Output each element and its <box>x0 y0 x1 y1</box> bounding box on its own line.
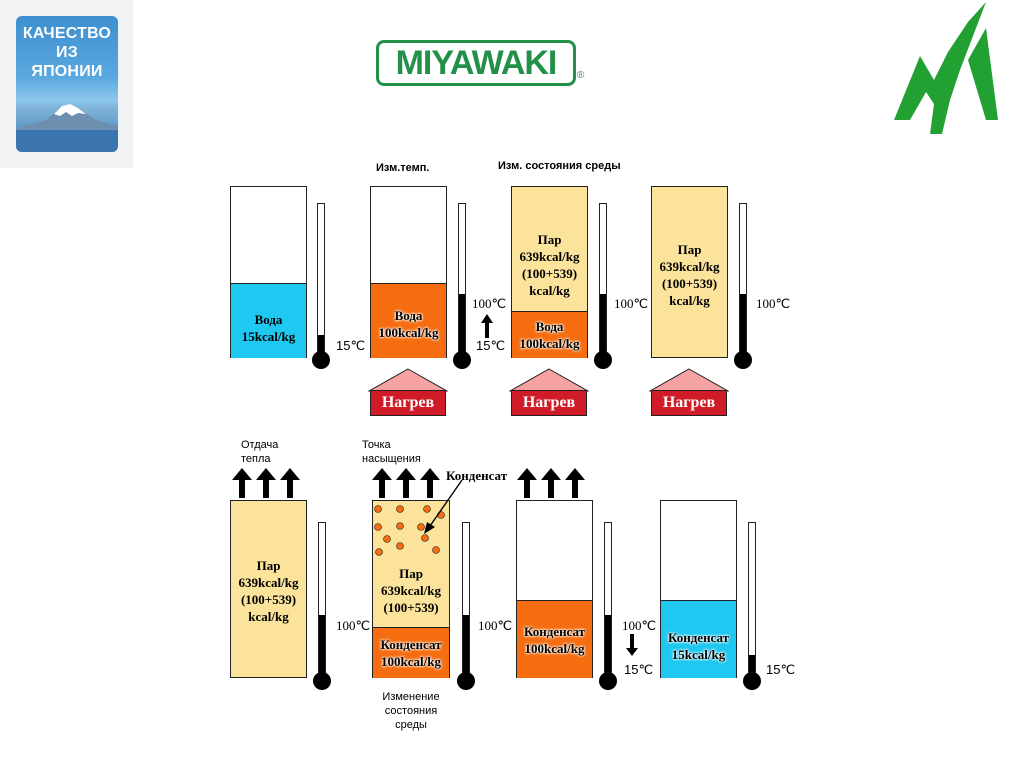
thermometer-5 <box>318 522 326 678</box>
temp-readout-4: 100℃ <box>756 296 791 311</box>
condensate-droplets <box>374 505 445 556</box>
miyawaki-logo: MIYAWAKI <box>376 40 576 86</box>
heat-indicator-3: Нагрев <box>649 368 729 416</box>
logo-text: MIYAWAKI <box>395 44 558 82</box>
thermometer-bulb-2 <box>453 351 471 369</box>
thermometer-1 <box>317 203 325 358</box>
thermometer-bulb-4 <box>734 351 752 369</box>
temp-readout-5: 100℃ <box>336 618 371 633</box>
badge-line-1: КАЧЕСТВО <box>22 25 112 42</box>
condensate-fill <box>517 600 592 678</box>
thermometer-bulb-5 <box>313 672 331 690</box>
thermometer-bulb-3 <box>594 351 612 369</box>
water-fill <box>231 283 306 358</box>
heat-release-arrows-3 <box>517 468 585 498</box>
heat-arrow-icon <box>509 368 589 392</box>
caption-state-change: Изм. состояния среды <box>498 160 621 172</box>
caption-condensate: Конденсат <box>446 468 508 483</box>
caption-temp-change: Изм.темп. <box>376 162 430 174</box>
thermometer-4 <box>739 203 747 358</box>
thermometer-bulb-8 <box>743 672 761 690</box>
quality-badge-panel: КАЧЕСТВО ИЗ ЯПОНИИ <box>16 16 118 152</box>
thermometer-3 <box>599 203 607 358</box>
heat-label: Нагрев <box>651 390 727 416</box>
thermometer-8 <box>748 522 756 678</box>
badge-line-2: ИЗ <box>56 44 78 61</box>
heat-label: Нагрев <box>370 390 446 416</box>
registered-mark: ® <box>577 70 585 81</box>
temp-readout-2-bottom: 15℃ <box>476 338 506 353</box>
heat-release-arrows-1 <box>232 468 300 498</box>
thermometer-7 <box>604 522 612 678</box>
heat-label: Нагрев <box>511 390 587 416</box>
arrow-up-icon <box>481 314 493 338</box>
condensate-pointer-arrow <box>424 479 463 534</box>
hot-water-fill <box>512 311 587 358</box>
thermometer-2 <box>458 203 466 358</box>
heat-arrow-icon <box>649 368 729 392</box>
temp-readout-6: 100℃ <box>478 618 513 633</box>
heat-arrow-icon <box>368 368 448 392</box>
quality-badge: КАЧЕСТВО ИЗ ЯПОНИИ <box>0 0 133 168</box>
thermometer-bulb-7 <box>599 672 617 690</box>
temp-readout-2-top: 100℃ <box>472 296 507 311</box>
brand-mark-icon <box>894 2 998 134</box>
condensate-fill <box>373 627 449 678</box>
heat-indicator-2: Нагрев <box>509 368 589 416</box>
heat-release-arrows-2 <box>372 468 440 498</box>
temp-readout-8: 15℃ <box>766 662 796 677</box>
temp-readout-7-bottom: 15℃ <box>624 662 654 677</box>
hot-water-fill <box>371 283 446 358</box>
badge-text: КАЧЕСТВО ИЗ ЯПОНИИ <box>16 24 118 81</box>
thermometer-6 <box>462 522 470 678</box>
heat-indicator-1: Нагрев <box>368 368 448 416</box>
temp-readout-1: 15℃ <box>336 338 366 353</box>
cold-condensate-fill <box>661 600 736 678</box>
thermometer-bulb-1 <box>312 351 330 369</box>
mountain-icon <box>16 104 118 152</box>
temp-readout-3: 100℃ <box>614 296 649 311</box>
arrow-down-icon <box>626 634 638 656</box>
badge-line-3: ЯПОНИИ <box>31 63 103 80</box>
temp-readout-7-top: 100℃ <box>622 618 657 633</box>
thermometer-bulb-6 <box>457 672 475 690</box>
